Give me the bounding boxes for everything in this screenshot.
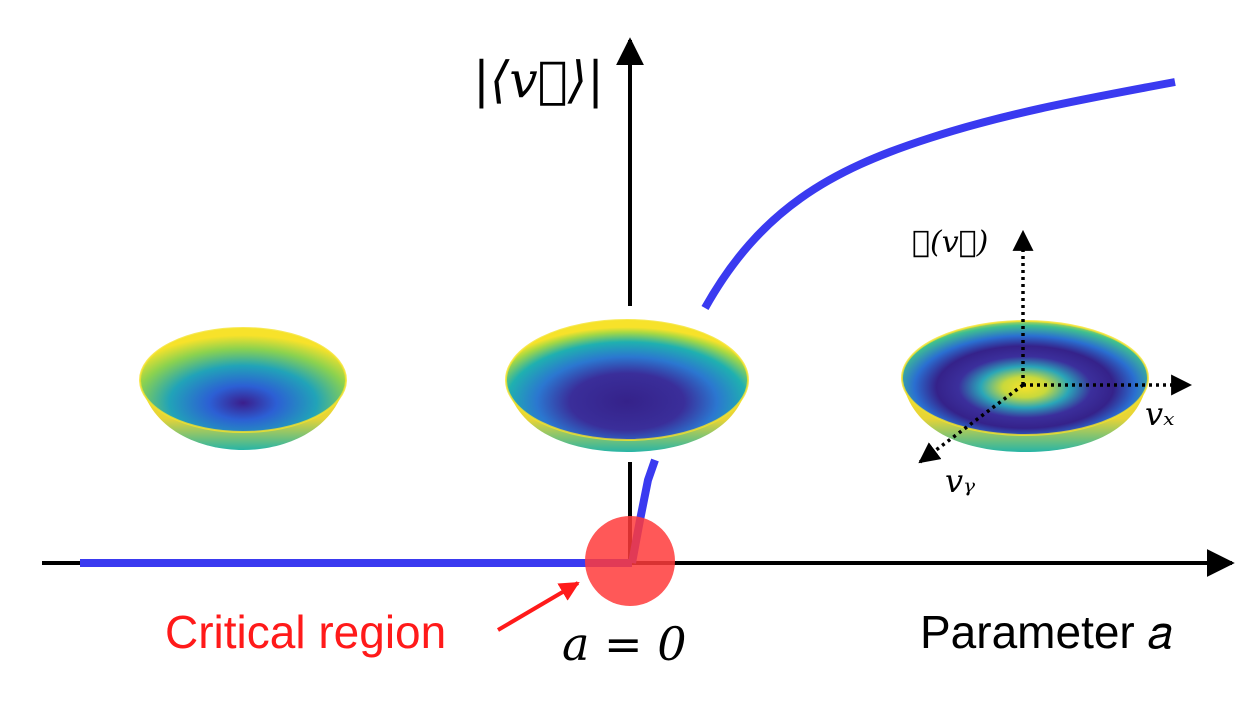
critical-region-arrow — [496, 581, 580, 632]
y-axis-label: |⟨v⃗⟩| — [473, 51, 604, 109]
inset-energy-label: ℋ(v⃗) — [912, 225, 988, 260]
inset-vy-label: 𝑣ᵧ — [945, 462, 975, 500]
order-parameter-rising-branch-upper — [701, 78, 1176, 310]
x-axis-label: Parameter 𝑎 — [920, 606, 1173, 658]
zero-label: 𝑎 = 0 — [562, 617, 686, 671]
inset-vx-label: 𝑣ₓ — [1145, 395, 1175, 433]
bowl-mexican-hat — [901, 320, 1149, 452]
bowl-single-well — [139, 327, 347, 450]
critical-region-marker — [585, 516, 675, 606]
critical-region-label: Critical region — [165, 606, 446, 658]
bowl-flat-well — [505, 319, 749, 452]
inset-axes — [918, 229, 1193, 464]
inset-vy-axis — [918, 383, 1025, 464]
